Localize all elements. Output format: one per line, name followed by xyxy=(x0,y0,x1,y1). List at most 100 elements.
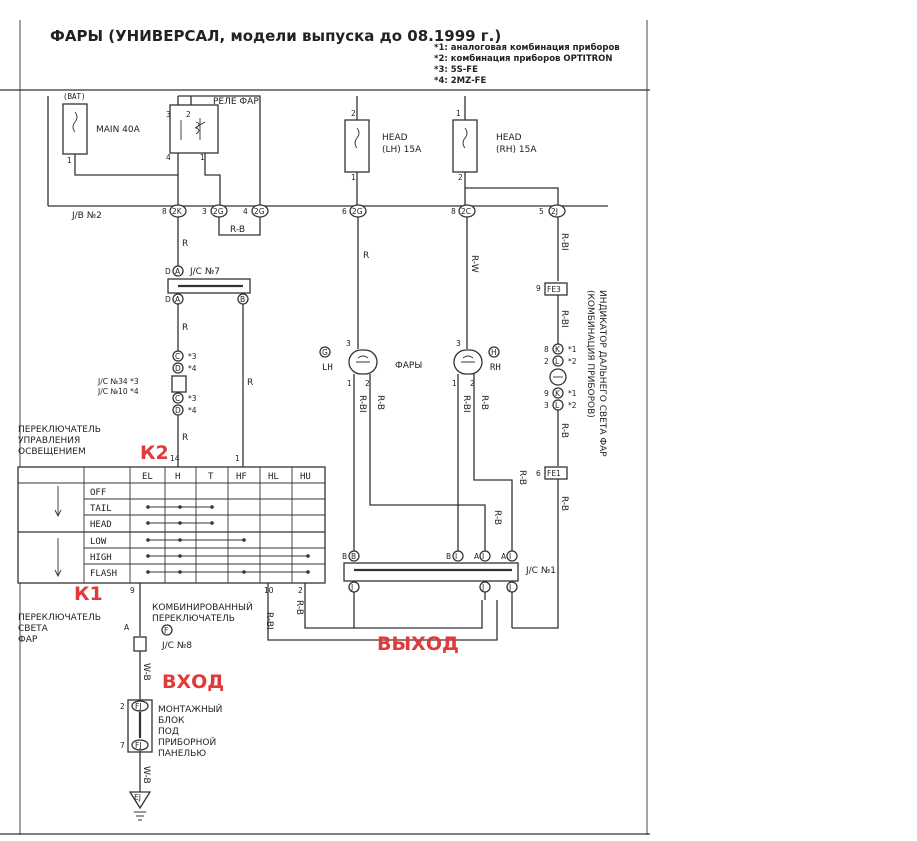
svg-text:B: B xyxy=(446,552,451,561)
row-high: HIGH xyxy=(90,553,112,563)
svg-text:1: 1 xyxy=(67,156,72,165)
svg-text:СВЕТА: СВЕТА xyxy=(18,624,49,634)
svg-text:R-B: R-B xyxy=(492,510,502,525)
relay-label: РЕЛЕ ФАР xyxy=(213,97,259,107)
svg-text:БЛОК: БЛОК xyxy=(158,716,185,726)
svg-text:ПОД: ПОД xyxy=(158,727,179,737)
col-hf: HF xyxy=(236,472,247,482)
ground-icon xyxy=(128,791,152,810)
conn-fe3 xyxy=(544,282,568,296)
svg-text:2J: 2J xyxy=(551,207,558,216)
svg-text:2G: 2G xyxy=(254,207,265,216)
svg-text:2K: 2K xyxy=(172,207,183,216)
svg-text:4: 4 xyxy=(166,153,171,162)
svg-text:2C: 2C xyxy=(461,207,471,216)
svg-text:2: 2 xyxy=(470,379,475,388)
col-el: EL xyxy=(142,472,153,482)
svg-text:ФАРЫ: ФАРЫ xyxy=(395,361,422,371)
bat-label: (BAT) xyxy=(63,92,86,101)
bulb-icon-rh xyxy=(461,355,475,363)
svg-text:FE1: FE1 xyxy=(547,469,561,478)
svg-text:D: D xyxy=(165,295,171,304)
col-h: H xyxy=(175,472,180,482)
svg-text:ОСВЕЩЕНИЕМ: ОСВЕЩЕНИЕМ xyxy=(18,447,86,457)
annotation-vhod: ВХОД xyxy=(162,671,224,693)
svg-text:R-B: R-B xyxy=(479,395,489,410)
svg-text:R: R xyxy=(363,251,369,261)
svg-text:C: C xyxy=(175,394,180,403)
annotation-k1: К1 xyxy=(74,583,103,605)
svg-text:2: 2 xyxy=(351,109,356,118)
svg-text:*4: *4 xyxy=(188,406,197,415)
svg-text:*1: *1 xyxy=(568,389,577,398)
svg-text:*1: *1 xyxy=(568,345,577,354)
svg-text:HEAD: HEAD xyxy=(496,133,522,143)
conn-fe1 xyxy=(544,466,568,480)
svg-text:*2: *2 xyxy=(568,401,577,410)
svg-text:7: 7 xyxy=(120,741,125,750)
svg-text:5: 5 xyxy=(539,207,544,216)
svg-text:1: 1 xyxy=(235,454,240,463)
svg-text:K: K xyxy=(555,389,561,398)
svg-text:8: 8 xyxy=(451,207,456,216)
svg-text:K: K xyxy=(555,345,561,354)
fuse-icon-lh xyxy=(354,127,360,149)
head-lh-fuse xyxy=(344,119,370,173)
svg-text:1: 1 xyxy=(351,173,356,182)
svg-text:B: B xyxy=(240,295,245,304)
svg-text:2: 2 xyxy=(120,702,125,711)
svg-text:J/C №8: J/C №8 xyxy=(161,641,192,651)
svg-text:ПАНЕЛЬЮ: ПАНЕЛЬЮ xyxy=(158,749,206,759)
svg-text:R-B: R-B xyxy=(230,225,245,235)
svg-text:*3: *3 xyxy=(188,394,197,403)
svg-text:6: 6 xyxy=(342,207,347,216)
annotation-k2: К2 xyxy=(140,442,169,464)
jc34-block xyxy=(171,375,187,393)
svg-text:A: A xyxy=(501,552,507,561)
svg-text:R-BI: R-BI xyxy=(264,612,274,630)
svg-text:HEAD: HEAD xyxy=(382,133,408,143)
svg-text:(КОМБИНАЦИЯ ПРИБОРОВ): (КОМБИНАЦИЯ ПРИБОРОВ) xyxy=(585,290,595,418)
svg-text:D: D xyxy=(175,406,181,415)
svg-text:3: 3 xyxy=(544,401,549,410)
svg-text:LH: LH xyxy=(322,363,333,373)
svg-text:R-BI: R-BI xyxy=(559,310,569,328)
svg-text:14: 14 xyxy=(170,454,180,463)
svg-text:3: 3 xyxy=(346,339,351,348)
svg-text:FJ: FJ xyxy=(135,741,142,750)
svg-text:3: 3 xyxy=(166,110,171,119)
bulb-icon-lh xyxy=(356,355,370,363)
row-off: OFF xyxy=(90,488,106,498)
svg-text:6: 6 xyxy=(536,469,541,478)
svg-text:J/C №34 *3: J/C №34 *3 xyxy=(97,377,139,386)
svg-text:9: 9 xyxy=(536,284,541,293)
svg-text:J/C №10 *4: J/C №10 *4 xyxy=(97,387,139,396)
note-3: *3: 5S-FE xyxy=(434,65,478,75)
svg-text:1: 1 xyxy=(452,379,457,388)
svg-text:2: 2 xyxy=(298,586,303,595)
svg-text:2G: 2G xyxy=(352,207,363,216)
svg-text:F: F xyxy=(164,626,168,635)
jc8-block xyxy=(133,636,147,652)
svg-text:ПРИБОРНОЙ: ПРИБОРНОЙ xyxy=(158,736,216,748)
svg-text:КОМБИНИРОВАННЫЙ: КОМБИНИРОВАННЫЙ xyxy=(152,601,253,613)
svg-text:B: B xyxy=(342,552,347,561)
svg-text:(LH) 15A: (LH) 15A xyxy=(382,145,422,155)
svg-text:R: R xyxy=(247,378,253,388)
svg-text:W-B: W-B xyxy=(141,766,151,784)
svg-text:J: J xyxy=(508,583,511,592)
svg-text:J: J xyxy=(481,583,484,592)
row-head: HEAD xyxy=(90,520,112,530)
svg-text:R-B: R-B xyxy=(517,470,527,485)
svg-text:RH: RH xyxy=(490,363,501,373)
svg-text:3: 3 xyxy=(202,207,207,216)
svg-text:G: G xyxy=(322,348,328,357)
svg-text:R-BI: R-BI xyxy=(559,233,569,251)
col-hl: HL xyxy=(268,472,279,482)
svg-text:ПЕРЕКЛЮЧАТЕЛЬ: ПЕРЕКЛЮЧАТЕЛЬ xyxy=(152,614,235,624)
svg-text:A: A xyxy=(474,552,480,561)
svg-text:B: B xyxy=(351,552,356,561)
svg-text:D: D xyxy=(165,267,171,276)
conn-2j xyxy=(548,204,566,218)
note-2: *2: комбинация приборов OPTITRON xyxy=(434,53,613,64)
